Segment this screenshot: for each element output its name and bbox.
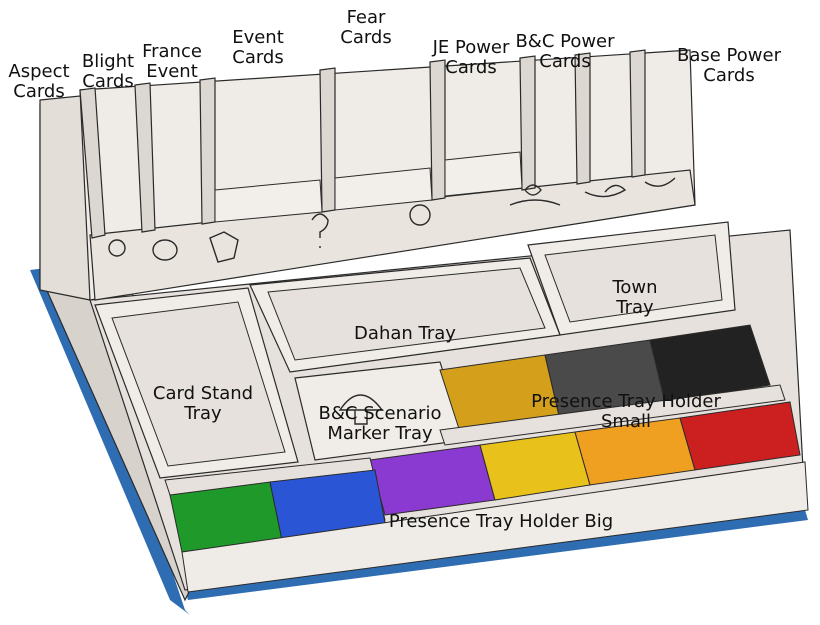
- blight-icon: [108, 239, 126, 257]
- dahan-tray-inner: [267, 267, 546, 361]
- town-tray-inner: [544, 234, 723, 323]
- label-dahan-tray: Dahan Tray: [354, 323, 456, 344]
- swirl-icon: [509, 184, 561, 206]
- question-mark-icon: [311, 213, 329, 248]
- fear-icon: [409, 204, 431, 226]
- label-presence-holder-big: Presence Tray Holder Big: [388, 511, 614, 532]
- eye-icon: [152, 239, 178, 261]
- base-strip-bottom: [185, 510, 808, 600]
- holder-small-frame: [439, 384, 786, 446]
- presence-trays-small-lower: [369, 401, 801, 516]
- presence-tray-holder-big: [164, 457, 809, 593]
- base-strip-left: [30, 265, 190, 615]
- wave-icon: [644, 177, 676, 187]
- card-stand-tray-inner: [111, 301, 286, 467]
- holder-big-front: [181, 461, 809, 593]
- mushroom-icon-scenario: [338, 394, 384, 425]
- card-slot-floors: [214, 151, 523, 223]
- presence-tray-holder-small: [439, 324, 786, 446]
- france-map-icon: [209, 231, 239, 263]
- mustache-icon: [584, 184, 627, 198]
